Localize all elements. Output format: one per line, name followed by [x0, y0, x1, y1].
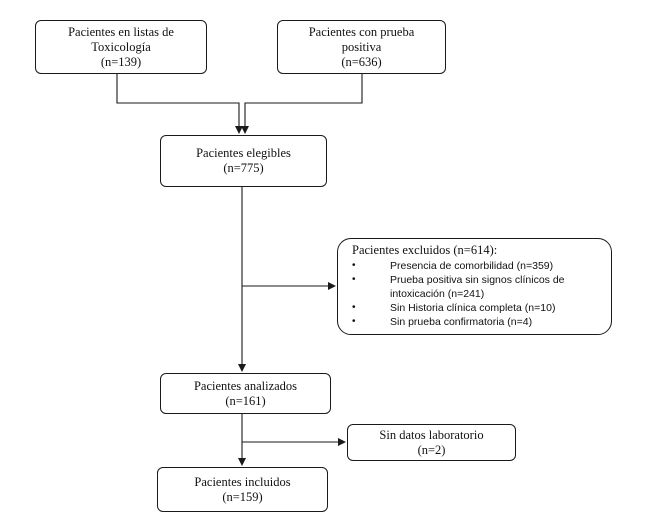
exclusion-item: • Presencia de comorbilidad (n=359)	[352, 259, 603, 273]
box-listas-line2: Toxicología	[91, 39, 151, 54]
box-pacientes-incluidos: Pacientes incluidos (n=159)	[157, 467, 328, 512]
box-sin-datos-count: (n=2)	[417, 442, 446, 457]
box-pacientes-prueba-positiva: Pacientes con prueba positiva (n=636)	[277, 20, 446, 74]
box-analizados-count: (n=161)	[225, 393, 266, 408]
box-sin-datos-label: Sin datos laboratorio	[379, 427, 484, 442]
exclusion-item-text: Presencia de comorbilidad (n=359)	[390, 260, 554, 272]
box-prueba-count: (n=636)	[341, 54, 382, 69]
box-pacientes-listas: Pacientes en listas de Toxicología (n=13…	[35, 20, 207, 74]
exclusion-item: • Prueba positiva sin signos clínicos de…	[352, 273, 603, 301]
exclusion-item-text: Sin Historia clínica completa (n=10)	[390, 302, 556, 314]
connector-prueba-to-merge	[241, 74, 363, 134]
box-elegibles-label: Pacientes elegibles	[196, 146, 291, 160]
connector-listas-to-merge	[116, 74, 243, 134]
box-analizados-label: Pacientes analizados	[193, 378, 298, 393]
box-incluidos-count: (n=159)	[222, 489, 263, 504]
exclusion-item-text: Sin prueba confirmatoria (n=4)	[390, 316, 533, 328]
box-incluidos-label: Pacientes incluidos	[194, 474, 291, 489]
box-pacientes-excluidos: Pacientes excluidos (n=614): • Presencia…	[337, 238, 612, 335]
box-sin-datos-laboratorio: Sin datos laboratorio (n=2)	[347, 424, 516, 461]
bullet-icon: •	[352, 274, 356, 285]
box-excluidos-title: Pacientes excluidos (n=614):	[352, 243, 498, 257]
box-elegibles-count: (n=775)	[223, 161, 264, 175]
exclusion-item-text: Prueba positiva sin signos clínicos de i…	[390, 274, 565, 300]
bullet-icon: •	[352, 316, 356, 327]
box-prueba-line1: Pacientes con prueba	[308, 24, 415, 39]
exclusion-item: • Sin prueba confirmatoria (n=4)	[352, 315, 603, 329]
bullet-icon: •	[352, 302, 356, 313]
bullet-icon: •	[352, 260, 356, 271]
box-pacientes-analizados: Pacientes analizados (n=161)	[160, 373, 331, 414]
box-prueba-line2: positiva	[341, 39, 382, 54]
exclusion-list: • Presencia de comorbilidad (n=359) • Pr…	[352, 259, 603, 329]
box-listas-line1: Pacientes en listas de	[68, 24, 174, 39]
box-pacientes-elegibles: Pacientes elegibles (n=775)	[160, 135, 327, 187]
exclusion-item: • Sin Historia clínica completa (n=10)	[352, 301, 603, 315]
box-listas-count: (n=139)	[100, 54, 142, 69]
